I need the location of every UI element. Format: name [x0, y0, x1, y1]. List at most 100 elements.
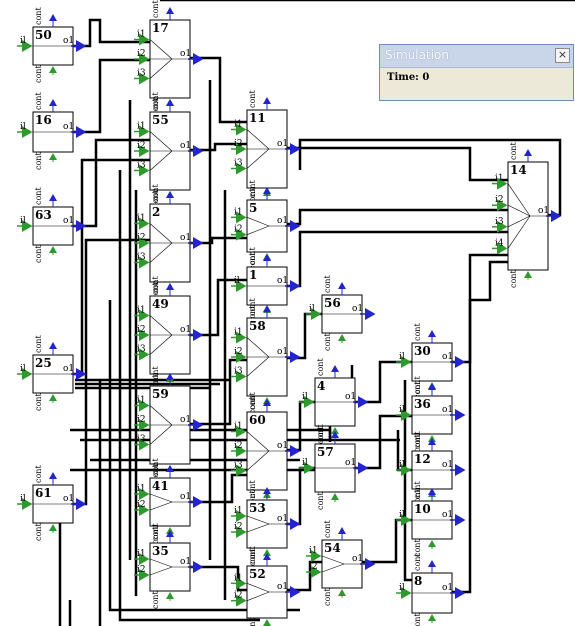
cont-label: cont	[248, 180, 257, 198]
input-label: il	[302, 458, 308, 468]
output-label: o1	[442, 510, 453, 520]
cont-label: cont	[248, 298, 257, 316]
output-label: o1	[180, 492, 191, 502]
input-label: i1	[137, 396, 146, 406]
cont-label: cont	[151, 98, 160, 116]
internal-line	[149, 242, 173, 263]
input-label: i2	[137, 565, 146, 575]
input-label: i1	[234, 328, 243, 338]
simulation-time-readout: Time: 0	[387, 72, 429, 83]
input-label: i2	[234, 441, 243, 451]
output-label: o1	[442, 352, 453, 362]
output-label: o1	[345, 392, 356, 402]
input-label: i2	[137, 49, 146, 59]
internal-line	[507, 215, 531, 249]
cont-label: cont	[413, 434, 422, 452]
cont-label: cont	[34, 7, 43, 25]
simulation-titlebar[interactable]: Simulation ×	[380, 45, 573, 68]
close-icon[interactable]: ×	[555, 48, 570, 63]
input-label: i3	[234, 461, 243, 471]
input-label: i2	[137, 500, 146, 510]
output-label: o1	[180, 233, 191, 243]
wire	[287, 466, 315, 526]
input-label: i1	[137, 549, 146, 559]
cont-label: cont	[151, 92, 160, 110]
cont-label: cont	[34, 335, 43, 353]
simulation-window[interactable]: Simulation × Time: 0	[379, 44, 574, 101]
cont-label: cont	[248, 247, 257, 265]
internal-line	[246, 337, 270, 358]
internal-line	[507, 204, 531, 217]
input-label: i3	[495, 217, 504, 227]
internal-line	[149, 223, 173, 244]
internal-line	[149, 39, 173, 60]
cont-label: cont	[509, 142, 518, 160]
output-label: o1	[277, 514, 288, 524]
cont-label: cont	[323, 333, 332, 351]
cont-label: cont	[316, 424, 325, 442]
internal-line	[246, 523, 270, 533]
node-body[interactable]	[246, 565, 288, 619]
wire	[287, 230, 508, 288]
output-label: o1	[180, 325, 191, 335]
cont-label: cont	[151, 526, 160, 544]
cont-label: cont	[413, 481, 422, 499]
output-label: o1	[180, 141, 191, 151]
output-label: o1	[442, 583, 453, 593]
internal-line	[321, 563, 345, 573]
node-52[interactable]: contcont52i1i2o1	[231, 546, 301, 626]
internal-line	[321, 555, 345, 565]
input-label: i1	[234, 506, 243, 516]
node-number: 63	[35, 208, 52, 222]
wire	[190, 473, 247, 504]
input-label: il	[234, 276, 240, 286]
input-label: i1	[234, 573, 243, 583]
output-label: o1	[180, 557, 191, 567]
internal-line	[246, 591, 270, 601]
output-label: o1	[345, 458, 356, 468]
internal-line	[149, 493, 173, 503]
cont-label: cont	[413, 539, 422, 557]
output-label: o1	[442, 460, 453, 470]
internal-line	[246, 356, 270, 377]
input-label: i3	[137, 345, 146, 355]
wire	[73, 158, 150, 376]
cont-label: cont	[151, 523, 160, 541]
node-number: 59	[152, 387, 169, 401]
cont-label: cont	[248, 548, 257, 566]
simulation-title: Simulation	[385, 48, 449, 62]
input-label: i3	[137, 435, 146, 445]
internal-line	[149, 150, 173, 171]
output-label: o1	[63, 494, 74, 504]
cont-label: cont	[248, 188, 257, 206]
